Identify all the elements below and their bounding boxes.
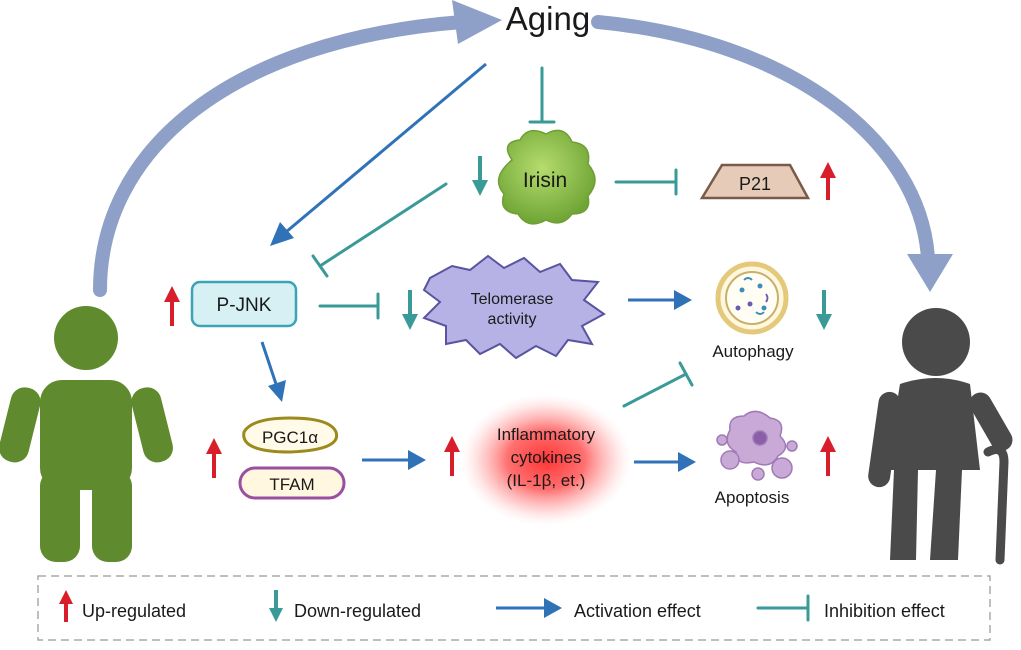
aging-title: Aging: [506, 0, 590, 37]
pgc1a-label: PGC1α: [262, 428, 318, 447]
legend-inhibition-label: Inhibition effect: [824, 601, 945, 621]
inhibition-irisin-to-p21: [614, 168, 678, 196]
down-arrow-irisin: [472, 156, 488, 196]
legend: Up-regulated Down-regulated Activation e…: [37, 575, 991, 641]
legend-activation-arrow-icon: [496, 598, 562, 618]
inhibition-irisin-to-pjnk: [311, 182, 448, 278]
inflammatory-label-line3: (IL-1β, et.): [507, 471, 586, 490]
inhibition-aging-to-irisin: [528, 66, 556, 124]
pjnk-label: P-JNK: [217, 295, 272, 316]
telomerase-label-line1: Telomerase: [471, 291, 554, 308]
young-person-icon: [0, 306, 173, 562]
p21-node: P21: [699, 163, 811, 200]
telomerase-label-line2: activity: [488, 311, 537, 328]
activation-aging-to-pjnk: [270, 62, 487, 246]
aging-arc-left: [93, 0, 502, 297]
inhibition-pjnk-to-telomerase: [318, 292, 380, 320]
irisin-node: Irisin: [497, 129, 596, 225]
inhibition-inflammation-to-autophagy: [622, 361, 694, 408]
apoptosis-icon: [716, 410, 798, 481]
up-arrow-p21: [820, 162, 836, 200]
tfam-node: TFAM: [238, 466, 346, 500]
autophagy-label: Autophagy: [712, 342, 794, 361]
autophagy-icon: [715, 261, 789, 335]
legend-up-arrow-icon: [59, 590, 73, 622]
irisin-label: Irisin: [523, 169, 567, 192]
pjnk-node: P-JNK: [190, 280, 298, 328]
inflammatory-label-line2: cytokines: [511, 448, 582, 467]
legend-down-arrow-icon: [269, 590, 283, 622]
down-arrow-telomerase: [402, 290, 418, 330]
tfam-label: TFAM: [269, 475, 314, 494]
up-arrow-inflammation: [444, 436, 460, 476]
activation-pjnk-to-pgc1a: [260, 341, 286, 402]
up-arrow-apoptosis: [820, 436, 836, 476]
legend-activation-label: Activation effect: [574, 601, 701, 621]
up-arrow-pgc1a: [206, 438, 222, 478]
up-arrow-pjnk: [164, 286, 180, 326]
elderly-person-icon: [868, 308, 1013, 565]
apoptosis-label: Apoptosis: [715, 488, 790, 507]
legend-down-label: Down-regulated: [294, 601, 421, 621]
p21-label: P21: [739, 174, 771, 194]
pgc1a-node: PGC1α: [242, 416, 339, 454]
aging-arc-right: [591, 15, 953, 292]
inflammatory-label-line1: Inflammatory: [497, 425, 596, 444]
down-arrow-autophagy: [816, 290, 832, 330]
activation-inflammation-to-apoptosis: [634, 452, 696, 472]
inflammatory-cytokines-node: Inflammatory cytokines (IL-1β, et.): [460, 394, 632, 526]
legend-inhibition-icon: [756, 594, 810, 622]
telomerase-node: Telomerase activity: [422, 254, 606, 360]
activation-tfam-to-inflammation: [362, 450, 426, 470]
activation-telomerase-to-autophagy: [628, 290, 692, 310]
legend-up-label: Up-regulated: [82, 601, 186, 621]
